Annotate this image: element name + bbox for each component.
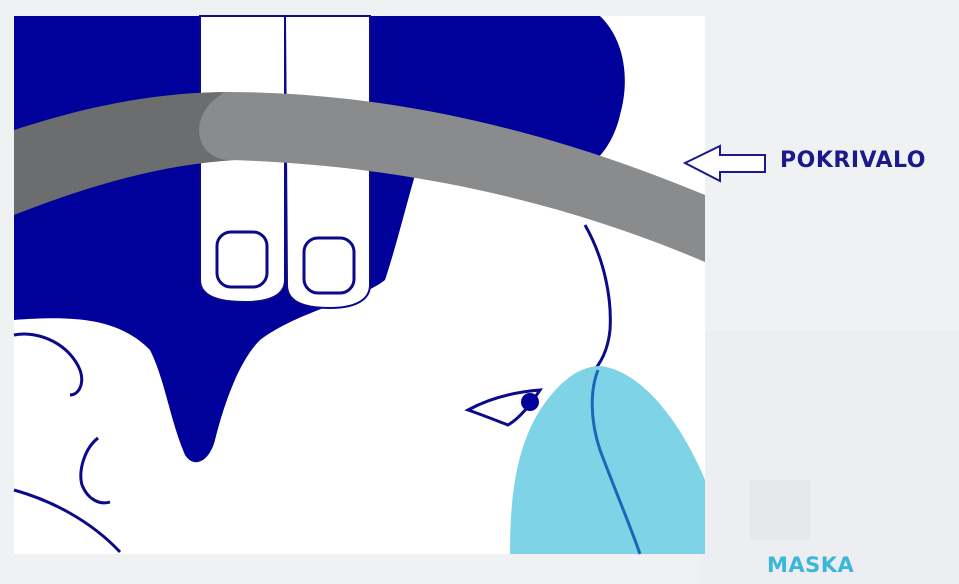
eye-pupil (521, 393, 539, 411)
maska-label: MASKA (767, 553, 854, 577)
pokrivalo-label: POKRIVALO (780, 148, 926, 173)
fingernail-left (217, 232, 267, 287)
fingernail-right (304, 238, 354, 293)
